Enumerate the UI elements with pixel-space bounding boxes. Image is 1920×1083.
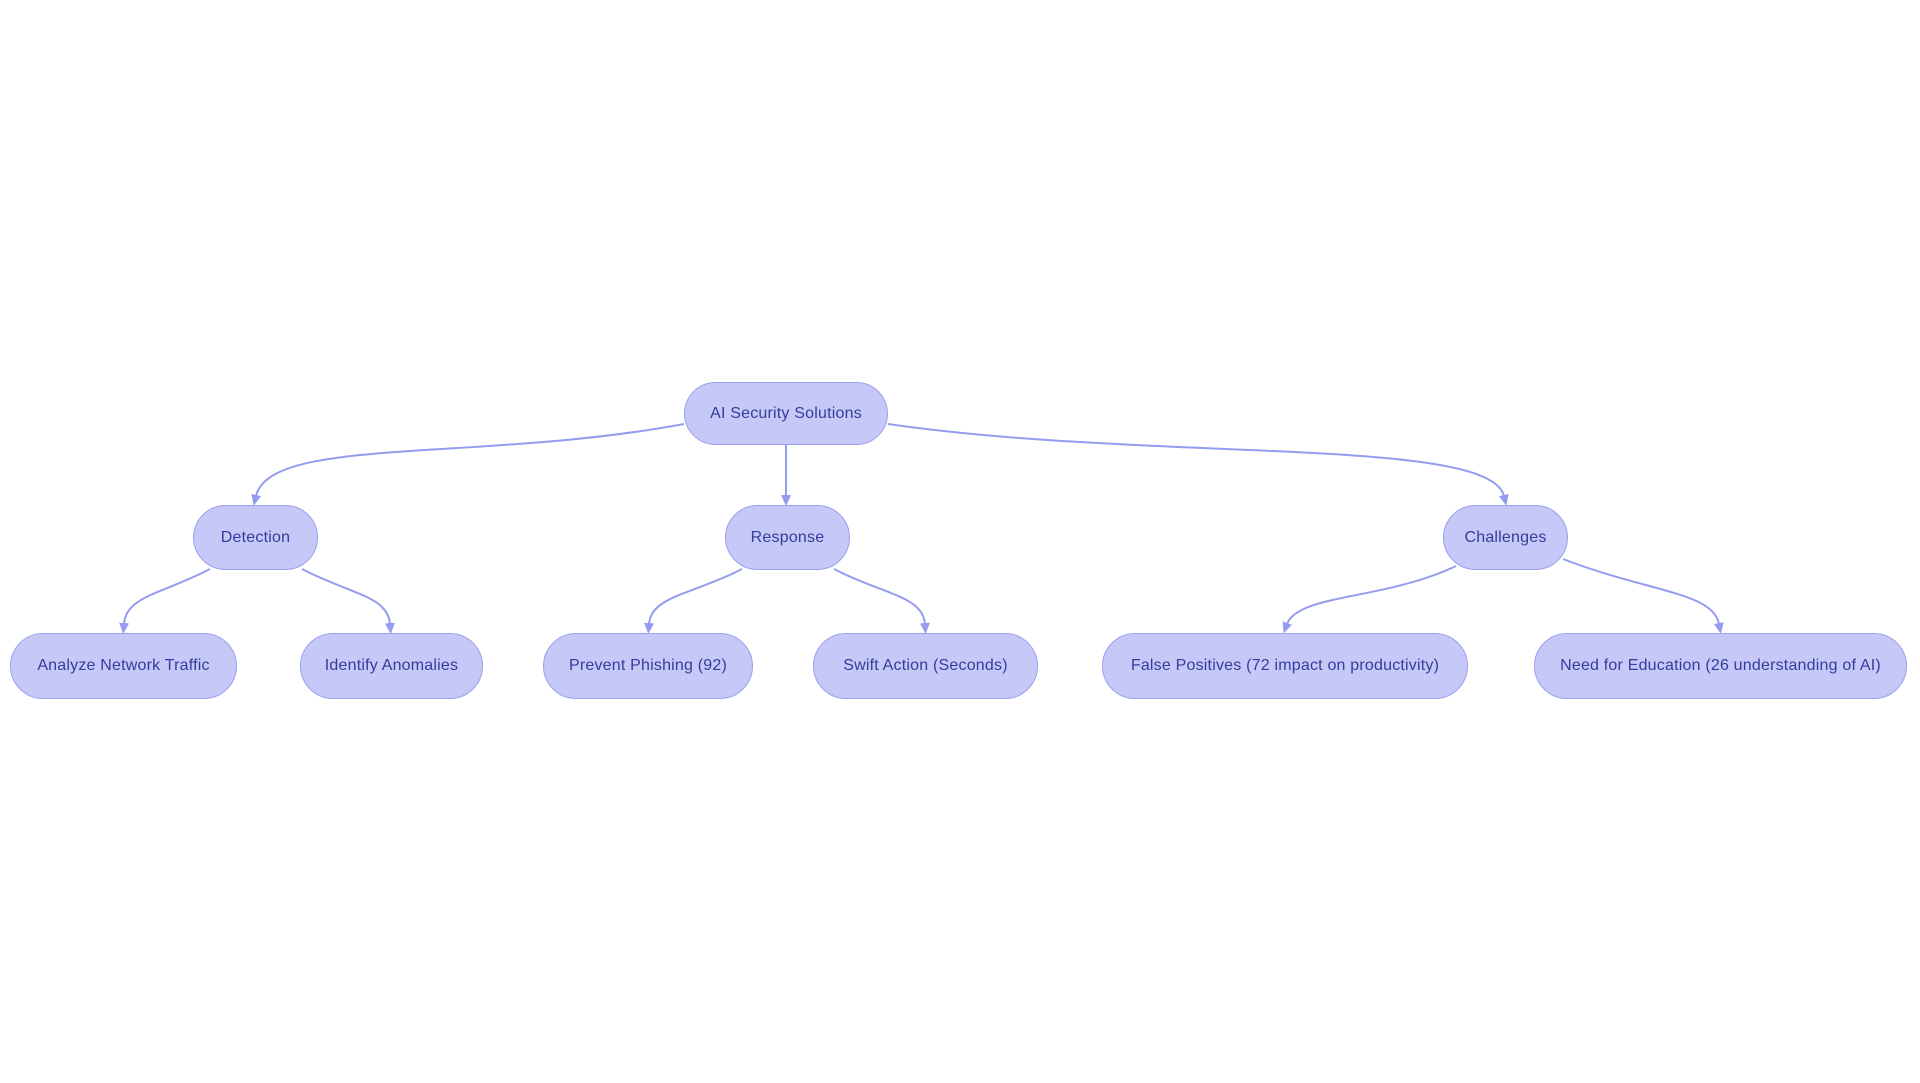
node-response: Response xyxy=(725,505,850,570)
node-identify-anomalies: Identify Anomalies xyxy=(300,633,483,699)
node-challenges: Challenges xyxy=(1443,505,1568,570)
edge-response-swift-action xyxy=(833,568,930,634)
node-prevent-phishing: Prevent Phishing (92) xyxy=(543,633,753,699)
edge-root-detection xyxy=(251,423,685,506)
edge-challenges-need-for-education xyxy=(1562,558,1724,634)
edge-detection-identify-anomalies xyxy=(301,568,395,634)
edge-detection-analyze-network-traffic xyxy=(119,568,211,634)
edge-root-challenges xyxy=(887,423,1509,506)
node-analyze-network-traffic: Analyze Network Traffic xyxy=(10,633,237,699)
node-ai-security-solutions: AI Security Solutions xyxy=(684,382,888,445)
node-detection: Detection xyxy=(193,505,318,570)
node-false-positives: False Positives (72 impact on productivi… xyxy=(1102,633,1468,699)
node-need-for-education: Need for Education (26 understanding of … xyxy=(1534,633,1907,699)
edge-response-prevent-phishing xyxy=(644,568,743,634)
edge-challenges-false-positives xyxy=(1282,565,1457,634)
node-swift-action: Swift Action (Seconds) xyxy=(813,633,1038,699)
